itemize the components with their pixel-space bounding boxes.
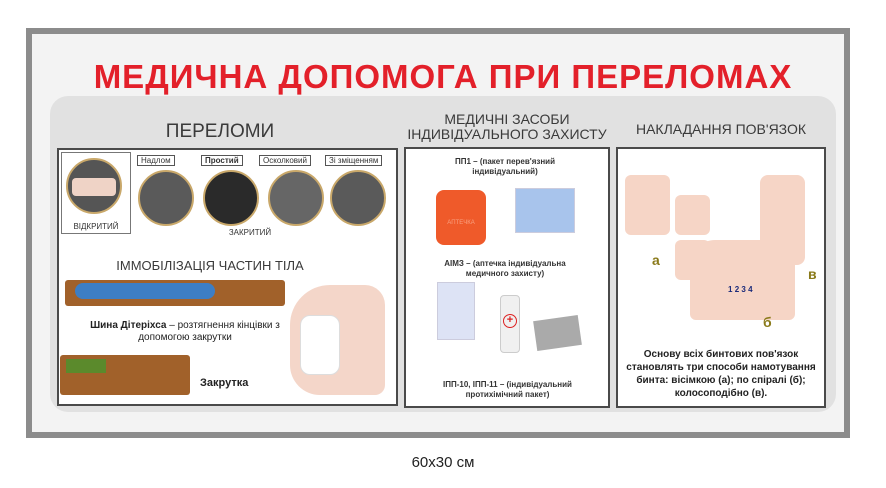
xray-image-comminuted: [268, 170, 324, 226]
fracture-type-label: Надлом: [137, 155, 175, 166]
wipes-pack-image: [533, 315, 582, 351]
bandaging-heading: НАКЛАДАННЯ ПОВ'ЯЗОК: [635, 121, 807, 137]
pp1-caption: ПП1 – (пакет перев'язний індивідуальний): [454, 157, 556, 176]
xray-image-displaced: [330, 170, 386, 226]
bottle-image: +: [500, 295, 520, 353]
xray-image-hairline: [138, 170, 194, 226]
open-fracture-image: [66, 158, 122, 214]
fracture-type-label: Простий: [201, 155, 243, 166]
splint-name: Шина Дітеріхса: [90, 320, 167, 331]
arm-sling-image: [290, 285, 385, 395]
fractures-heading: ПЕРЕЛОМИ: [165, 121, 275, 142]
ipp-caption: ІПП-10, ІПП-11 – (індивідуальний протихі…: [443, 380, 572, 399]
poster-title: МЕДИЧНА ДОПОМОГА ПРИ ПЕРЕЛОМАХ: [93, 58, 793, 95]
protection-heading-line2: ІНДИВІДУАЛЬНОГО ЗАХИСТУ: [407, 126, 607, 142]
fracture-type-label: Зі зміщенням: [325, 155, 383, 166]
dressing-pack-image: [515, 188, 575, 233]
hand-bandage-image: [760, 175, 805, 265]
letter-a: а: [652, 252, 660, 268]
number: 2: [734, 285, 740, 294]
number: 3: [741, 285, 746, 294]
dieterichs-splint-image: [65, 280, 285, 306]
twist-label: Закрутка: [200, 377, 249, 389]
foot-bandage-image: [675, 195, 710, 235]
number: 4: [748, 285, 753, 294]
spiral-numbers: 1 2 3 4: [728, 285, 753, 294]
size-caption: 60x30 см: [411, 454, 475, 471]
splint-caption: Шина Дітеріхса – розтягнення кінцівки з …: [85, 320, 285, 344]
letter-b: б: [763, 314, 772, 330]
open-fracture-label: ВІДКРИТИЙ: [73, 222, 119, 231]
first-aid-kit-image: АПТЕЧКА: [436, 190, 486, 245]
closed-fracture-label: ЗАКРИТИЙ: [228, 228, 272, 237]
protection-heading-line1: МЕДИЧНІ ЗАСОБИ: [444, 111, 570, 127]
twist-splint-image: [60, 355, 190, 395]
protection-box: [404, 147, 610, 408]
bandaging-text: Основу всіх бинтових пов'язок становлять…: [626, 349, 816, 399]
chemical-pack-image: [437, 282, 475, 340]
xray-image-simple: [203, 170, 259, 226]
immobilization-heading: ІММОБІЛІЗАЦІЯ ЧАСТИН ТІЛА: [116, 258, 304, 273]
splint-description: – розтягнення кінцівки з допомогою закру…: [138, 320, 280, 343]
fracture-type-label: Осколковий: [259, 155, 311, 166]
foot-bandage-image: [625, 175, 670, 235]
number: 1: [728, 285, 733, 294]
aim3-caption: АІМЗ – (аптечка індивідуальна медичного …: [444, 259, 566, 278]
letter-v: в: [808, 266, 817, 282]
